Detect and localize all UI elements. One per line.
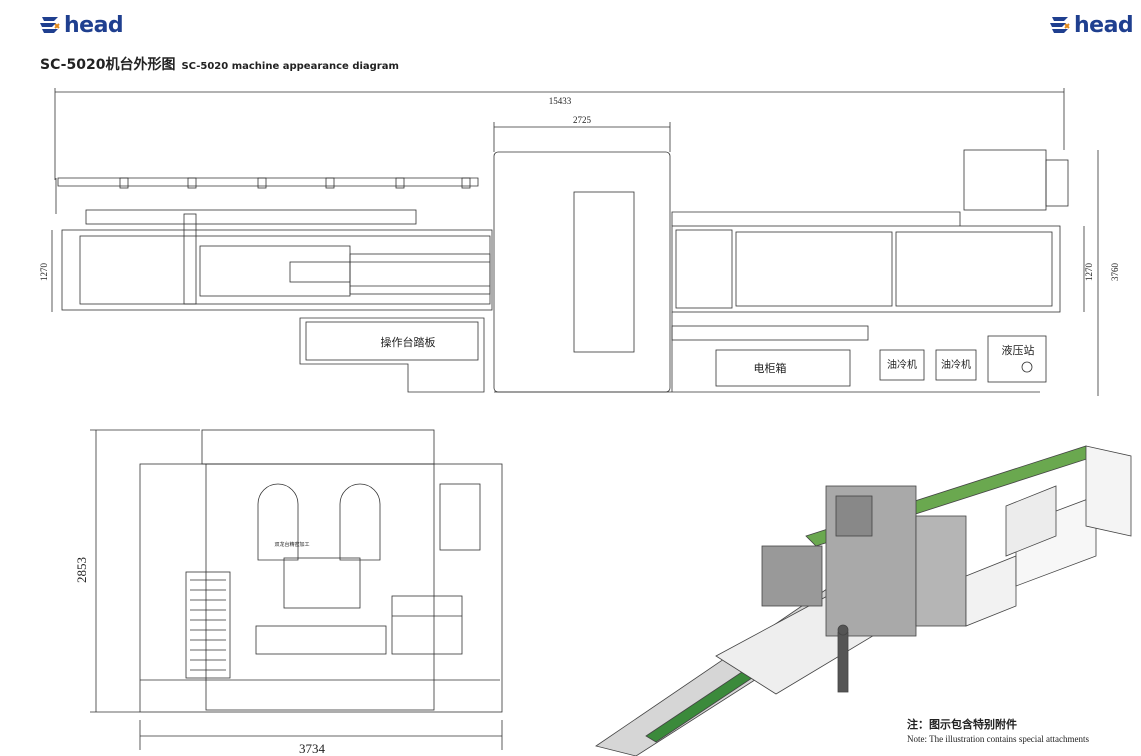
dim-right-height: 1270 — [1084, 263, 1094, 282]
dim-overall-length: 15433 — [549, 96, 572, 106]
dim-center-width: 2725 — [573, 115, 592, 125]
logo-text: head — [64, 12, 124, 38]
plan-view-drawing: 15433 2725 1270 1270 3760 操作台踏板 电柜箱 油冷机 … — [39, 88, 1120, 396]
dim-front-width: 3734 — [299, 741, 326, 756]
title-english: SC-5020 machine appearance diagram — [181, 61, 399, 72]
label-operation-pedal: 操作台踏板 — [381, 335, 436, 349]
special-attachment-note: 注：图示包含特别附件 Note: The illustration contai… — [907, 716, 1089, 744]
dim-total-height: 3760 — [1110, 263, 1120, 282]
label-hydraulic-station: 液压站 — [1002, 343, 1035, 357]
label-oil-cooler-2: 油冷机 — [941, 358, 971, 371]
note-english: Note: The illustration contains special … — [907, 734, 1090, 744]
logo-text: head — [1074, 12, 1134, 38]
front-view-drawing: 2853 3734 双龙台精密加工 — [74, 429, 503, 756]
logo-mark-icon — [38, 13, 62, 37]
company-logo-left: head — [38, 10, 124, 40]
company-logo-right: head — [1048, 10, 1134, 40]
logo-mark-icon — [1048, 13, 1072, 37]
front-panel-text: 双龙台精密加工 — [274, 541, 309, 548]
page-title: SC-5020机台外形图 SC-5020 machine appearance … — [40, 54, 399, 74]
note-chinese: 注：图示包含特别附件 — [907, 718, 1017, 731]
dim-front-height: 2853 — [74, 557, 89, 583]
label-electric-cabinet: 电柜箱 — [754, 361, 787, 375]
dim-left-height: 1270 — [39, 263, 49, 282]
machine-3d-illustration — [595, 445, 1132, 756]
title-chinese: SC-5020机台外形图 — [40, 57, 176, 73]
label-oil-cooler-1: 油冷机 — [887, 358, 917, 371]
